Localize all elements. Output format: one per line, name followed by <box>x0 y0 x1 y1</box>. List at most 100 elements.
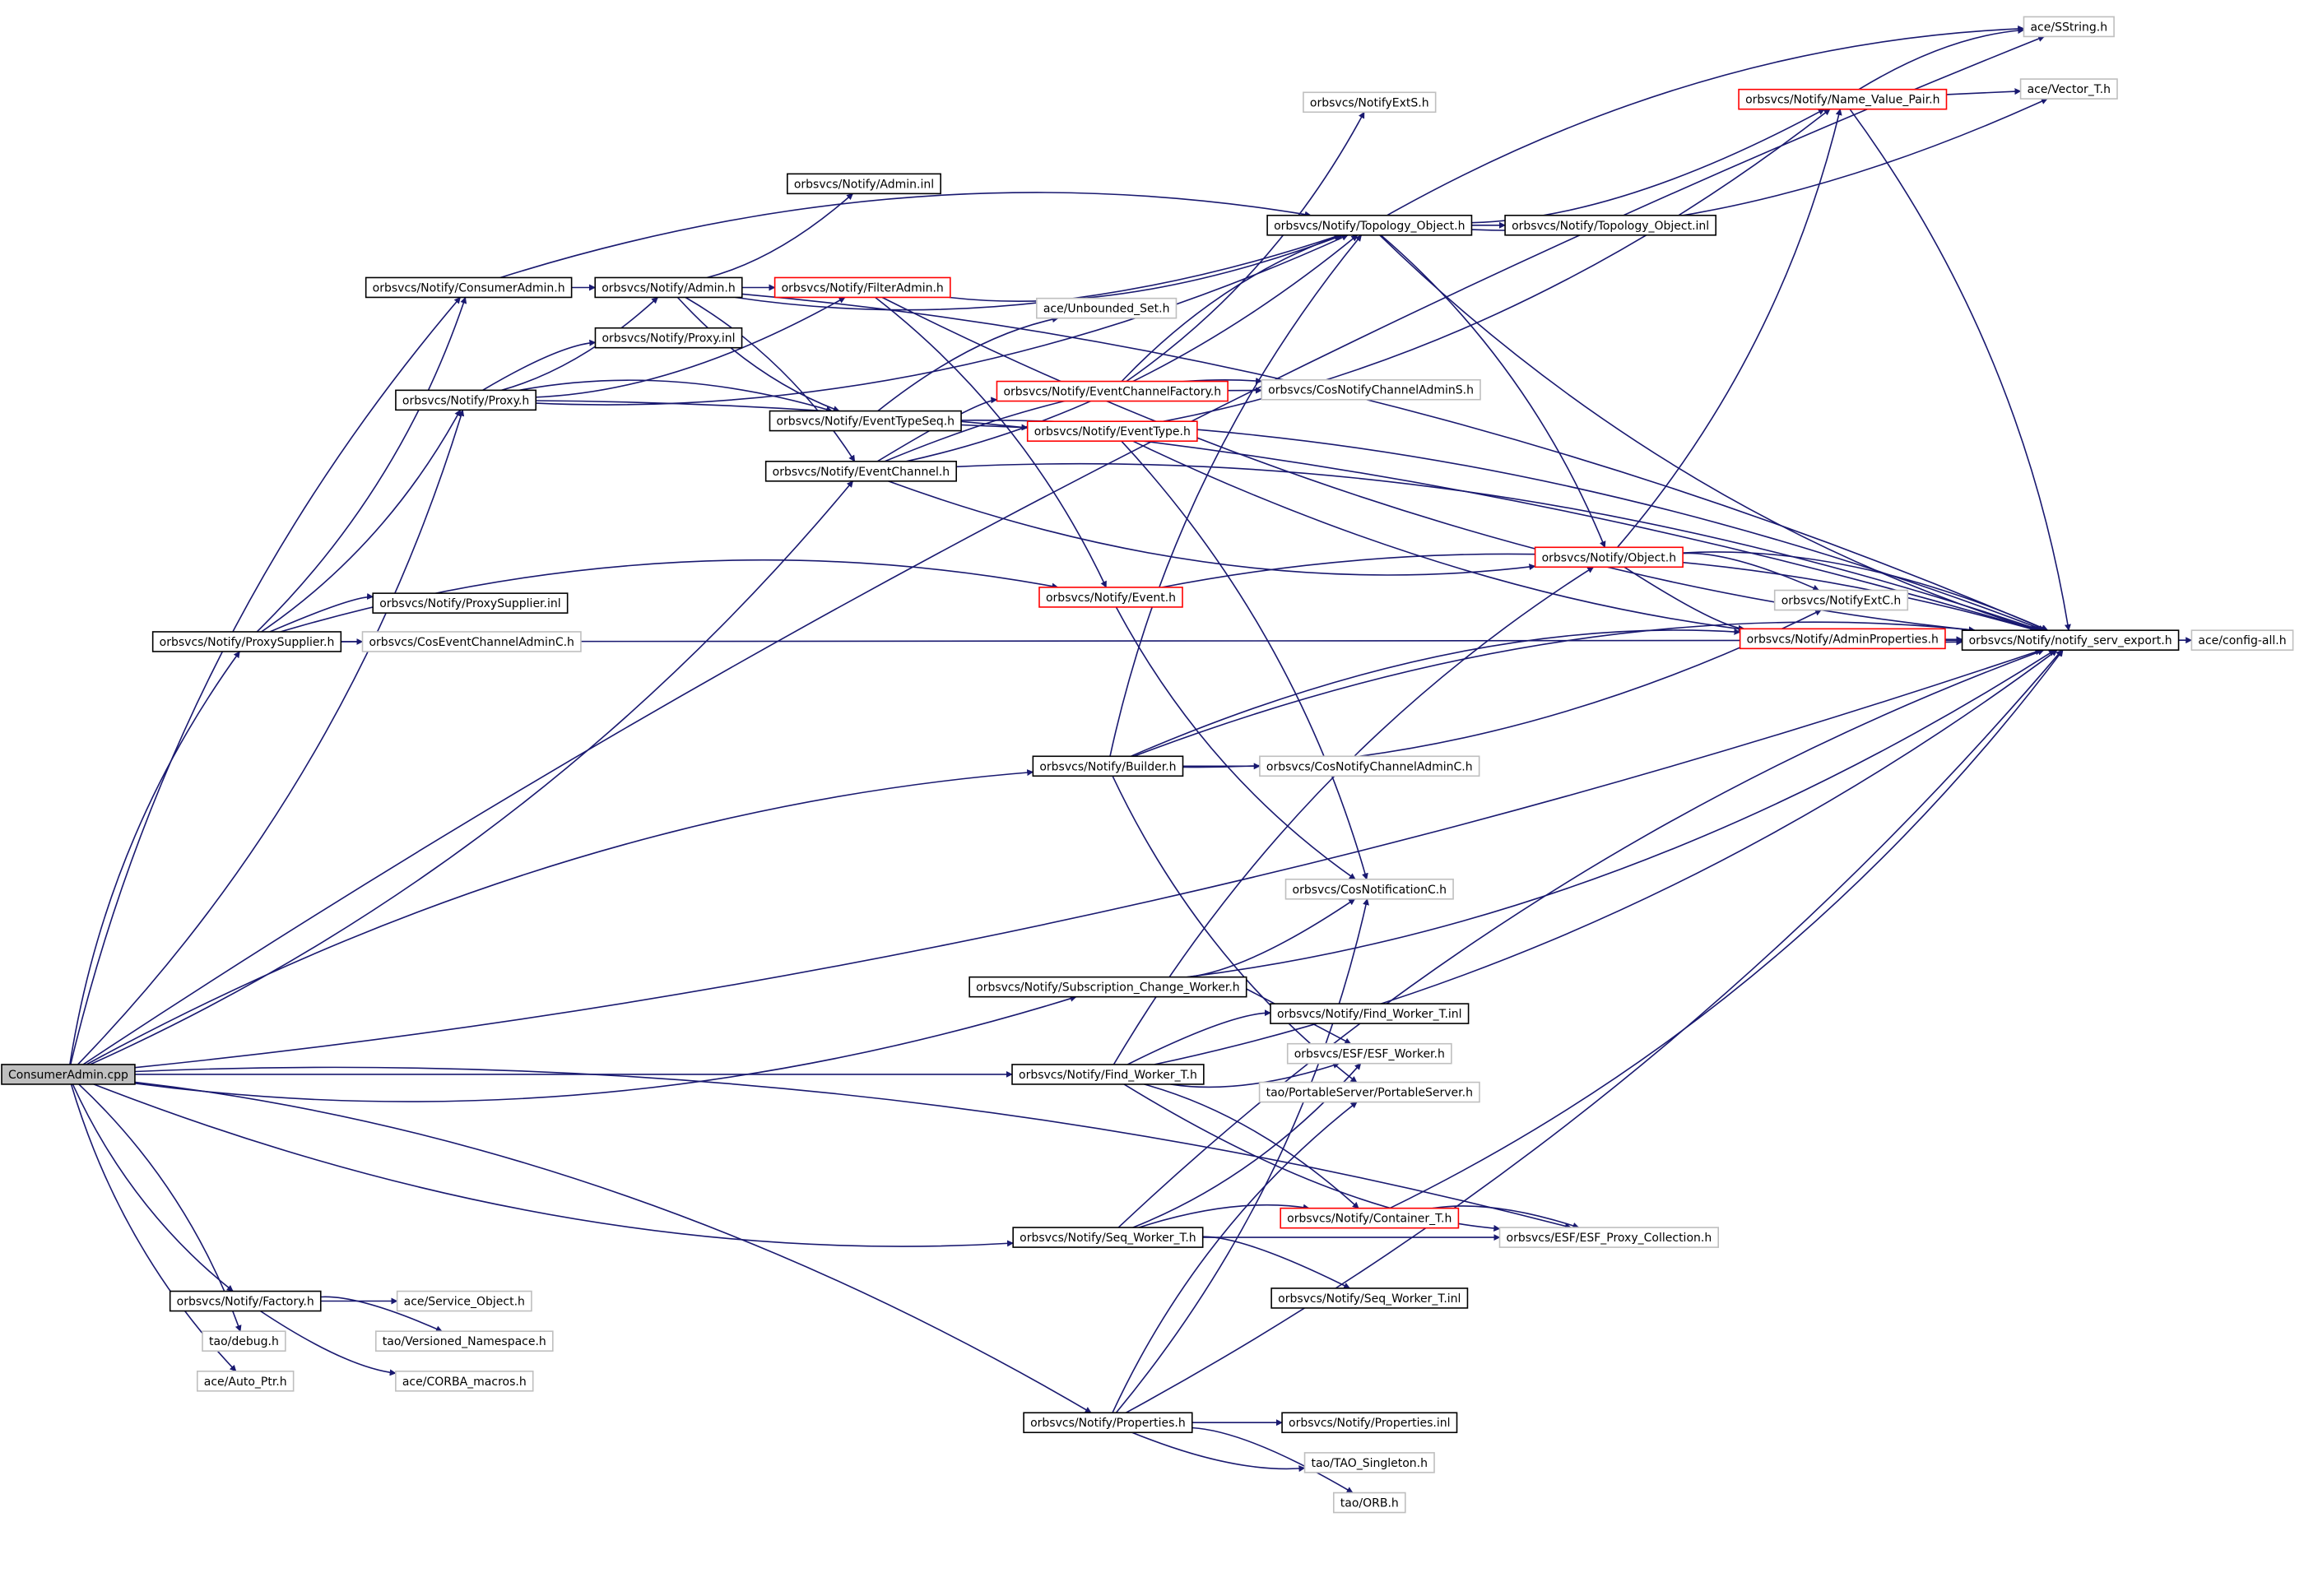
node-label: ace/SString.h <box>2030 21 2107 34</box>
node-unbounded-set[interactable]: ace/Unbounded_Set.h <box>1036 297 1178 319</box>
edge-proxy-h-to-admin-h <box>500 296 658 392</box>
node-box <box>395 389 537 411</box>
node-box <box>196 1371 295 1392</box>
node-factory-h[interactable]: orbsvcs/Notify/Factory.h <box>169 1290 322 1312</box>
edge-properties-h-to-portableserver <box>1112 1101 1358 1413</box>
node-filteradmin-h[interactable]: orbsvcs/Notify/FilterAdmin.h <box>773 276 951 299</box>
edge-object-h-to-serv-export <box>1683 551 2049 631</box>
node-admin-h[interactable]: orbsvcs/Notify/Admin.h <box>594 276 743 299</box>
node-label: orbsvcs/Notify/Properties.inl <box>1289 1417 1450 1430</box>
edge-eventchannel-h-to-object-h <box>888 480 1536 576</box>
node-label: tao/Versioned_Namespace.h <box>383 1335 546 1348</box>
node-root[interactable]: ConsumerAdmin.cpp <box>1 1064 136 1085</box>
node-box <box>1258 1081 1480 1103</box>
node-cosnotificationc[interactable]: orbsvcs/CosNotificationC.h <box>1284 878 1454 900</box>
edge-filteradmin-h-to-event-h <box>875 296 1108 588</box>
node-properties-h[interactable]: orbsvcs/Notify/Properties.h <box>1023 1412 1193 1434</box>
node-findworker-h[interactable]: orbsvcs/Notify/Find_Worker_T.h <box>1011 1064 1205 1085</box>
edge-root-to-esf-proxy <box>134 1066 1572 1230</box>
node-seqworker-h[interactable]: orbsvcs/Notify/Seq_Worker_T.h <box>1012 1227 1204 1248</box>
node-box <box>1261 378 1481 401</box>
edge-nvpair-h-to-serv-export <box>1849 109 2071 631</box>
node-service-object[interactable]: ace/Service_Object.h <box>396 1290 532 1312</box>
node-eventchannel-h[interactable]: orbsvcs/Notify/EventChannel.h <box>764 461 957 482</box>
edge-subscription-h-to-cosnotificationc <box>1187 898 1356 978</box>
edge-object-h-to-nvpair-h <box>1616 108 1842 548</box>
node-corba-macros[interactable]: ace/CORBA_macros.h <box>395 1371 534 1392</box>
edge-builder-h-to-serv-export <box>1133 621 1976 758</box>
node-adminproperties-h[interactable]: orbsvcs/Notify/AdminProperties.h <box>1739 628 1946 650</box>
node-admin-inl[interactable]: orbsvcs/Notify/Admin.inl <box>787 173 941 195</box>
node-vector-t[interactable]: ace/Vector_T.h <box>2019 78 2118 100</box>
node-proxy-inl[interactable]: orbsvcs/Notify/Proxy.inl <box>594 327 743 349</box>
edge-admin-h-to-eventtypeseq-h <box>676 296 840 412</box>
node-notifyexts[interactable]: orbsvcs/NotifyExtS.h <box>1303 91 1437 114</box>
node-box <box>1259 755 1480 777</box>
edge-ecfactory-h-to-topology-h <box>1121 234 1342 383</box>
node-label: orbsvcs/Notify/Container_T.h <box>1287 1213 1452 1226</box>
node-label: orbsvcs/CosNotifyChannelAdminC.h <box>1266 760 1473 773</box>
node-proxysupplier-h[interactable]: orbsvcs/Notify/ProxySupplier.h <box>151 631 342 652</box>
node-box <box>2023 16 2115 38</box>
node-label: orbsvcs/NotifyExtC.h <box>1781 595 1902 608</box>
edge-proxy-h-to-proxy-inl <box>481 339 597 392</box>
node-event-h[interactable]: orbsvcs/Notify/Event.h <box>1038 587 1183 608</box>
node-eventtypeseq-h[interactable]: orbsvcs/Notify/EventTypeSeq.h <box>769 410 962 432</box>
node-object-h[interactable]: orbsvcs/Notify/Object.h <box>1534 546 1684 568</box>
node-box <box>1 1064 136 1085</box>
edge-consumeradmin-h-to-topology-h <box>499 192 1312 279</box>
edge-seqworker-h-to-container-t <box>1138 1204 1310 1228</box>
edge-eventtypeseq-h-to-eventtype-h <box>961 424 1029 431</box>
node-tao-orb[interactable]: tao/ORB.h <box>1332 1492 1406 1514</box>
node-box <box>1739 628 1946 650</box>
node-sstring[interactable]: ace/SString.h <box>2023 16 2115 38</box>
node-notifyextc[interactable]: orbsvcs/NotifyExtC.h <box>1773 589 1909 611</box>
node-nvpair-h[interactable]: orbsvcs/Notify/Name_Value_Pair.h <box>1738 88 1948 110</box>
edge-nvpair-h-to-vector-t <box>1946 88 2022 95</box>
node-serv-export[interactable]: orbsvcs/Notify/notify_serv_export.h <box>1961 629 2180 651</box>
node-tao-singleton[interactable]: tao/TAO_Singleton.h <box>1303 1452 1435 1473</box>
node-builder-h[interactable]: orbsvcs/Notify/Builder.h <box>1032 755 1184 777</box>
node-esf-worker[interactable]: orbsvcs/ESF/ESF_Worker.h <box>1286 1042 1452 1065</box>
node-proxy-h[interactable]: orbsvcs/Notify/Proxy.h <box>395 389 537 411</box>
node-topology-h[interactable]: orbsvcs/Notify/Topology_Object.h <box>1266 214 1473 236</box>
node-coseventchanneladminc[interactable]: orbsvcs/CosEventChannelAdminC.h <box>361 631 582 652</box>
edge-filteradmin-h-to-topology-h <box>949 234 1344 302</box>
edge-proxysupplier-h-to-proxy-h <box>261 409 462 633</box>
node-tao-debug[interactable]: tao/debug.h <box>202 1330 286 1352</box>
node-ecfactory-h[interactable]: orbsvcs/Notify/EventChannelFactory.h <box>996 380 1229 402</box>
node-label: orbsvcs/Notify/Admin.inl <box>794 178 934 191</box>
edge-proxysupplier-h-to-serv-export <box>341 637 1963 644</box>
node-label: orbsvcs/Notify/EventChannelFactory.h <box>1003 386 1221 399</box>
node-box <box>1281 1412 1458 1434</box>
node-cosnotifychanneladmins[interactable]: orbsvcs/CosNotifyChannelAdminS.h <box>1261 378 1481 401</box>
node-box <box>1961 629 2180 651</box>
edge-root-to-consumeradmin-h <box>70 296 462 1065</box>
node-esf-proxy[interactable]: orbsvcs/ESF/ESF_Proxy_Collection.h <box>1498 1227 1720 1248</box>
node-box <box>1280 1207 1460 1229</box>
node-consumeradmin-h[interactable]: orbsvcs/Notify/ConsumerAdmin.h <box>365 276 573 299</box>
node-versioned-ns[interactable]: tao/Versioned_Namespace.h <box>374 1330 554 1352</box>
node-config-all[interactable]: ace/config-all.h <box>2190 629 2294 651</box>
node-box <box>1303 1452 1435 1473</box>
node-findworker-inl[interactable]: orbsvcs/Notify/Find_Worker_T.inl <box>1270 1003 1470 1024</box>
node-container-t[interactable]: orbsvcs/Notify/Container_T.h <box>1280 1207 1460 1229</box>
node-portableserver[interactable]: tao/PortableServer/PortableServer.h <box>1258 1081 1480 1103</box>
nodes-layer: ConsumerAdmin.cpp orbsvcs/Notify/Consumer… <box>1 16 2294 1514</box>
node-auto-ptr[interactable]: ace/Auto_Ptr.h <box>196 1371 295 1392</box>
node-eventtype-h[interactable]: orbsvcs/Notify/EventType.h <box>1026 420 1198 442</box>
node-seqworker-inl[interactable]: orbsvcs/Notify/Seq_Worker_T.inl <box>1270 1287 1469 1309</box>
node-label: orbsvcs/Notify/Object.h <box>1542 551 1677 564</box>
node-label: orbsvcs/Notify/notify_serv_export.h <box>1969 634 2172 647</box>
node-subscription-h[interactable]: orbsvcs/Notify/Subscription_Change_Worke… <box>969 976 1247 998</box>
node-label: orbsvcs/Notify/Factory.h <box>177 1296 314 1309</box>
node-topology-inl[interactable]: orbsvcs/Notify/Topology_Object.inl <box>1504 214 1717 236</box>
node-cosnotifychanneladminc[interactable]: orbsvcs/CosNotifyChannelAdminC.h <box>1259 755 1480 777</box>
node-box <box>996 380 1229 402</box>
edge-event-h-to-cosnotificationc <box>1115 606 1356 880</box>
node-label: orbsvcs/Notify/EventChannel.h <box>773 466 950 479</box>
edge-factory-h-to-corba-macros <box>259 1310 397 1376</box>
edge-findworker-h-to-serv-export <box>1154 649 2058 1065</box>
node-proxysupplier-inl[interactable]: orbsvcs/Notify/ProxySupplier.inl <box>372 592 569 614</box>
node-properties-inl[interactable]: orbsvcs/Notify/Properties.inl <box>1281 1412 1458 1434</box>
